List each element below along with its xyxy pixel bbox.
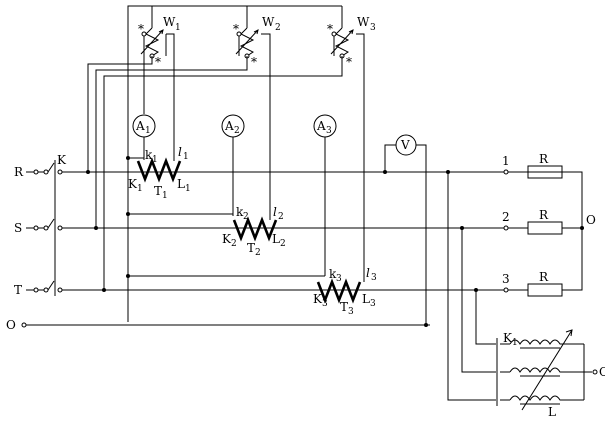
wattmeter-w2-sub: 2 bbox=[275, 23, 281, 33]
ct-t3-sub: 3 bbox=[348, 307, 354, 317]
load-1-number: 1 bbox=[502, 154, 510, 168]
wattmeter-w3-sub: 3 bbox=[370, 23, 376, 33]
wattmeter-w1-star-lower: * bbox=[155, 55, 161, 69]
ct-t1-label: T bbox=[154, 184, 162, 198]
load-1-label: R bbox=[539, 152, 549, 166]
ct-t1-K-sub: 1 bbox=[137, 184, 143, 194]
ct-t3-label: T bbox=[340, 300, 348, 314]
ct-t3-k-sub: 3 bbox=[336, 274, 342, 284]
ct-t1-sub: 1 bbox=[162, 191, 168, 201]
phase-s-label: S bbox=[14, 221, 22, 235]
ct-t1-l: l bbox=[178, 145, 182, 159]
phase-r-label: R bbox=[14, 165, 24, 179]
phase-t-label: T bbox=[14, 283, 22, 297]
ct-t3-K-sub: 3 bbox=[322, 299, 328, 309]
inductive-switch-label: K bbox=[503, 331, 513, 345]
ct-t3-l-sub: 3 bbox=[371, 273, 377, 283]
wattmeter-w3-label: W bbox=[357, 15, 370, 29]
main-switch-label: K bbox=[57, 153, 67, 167]
ct-t2-K: K bbox=[222, 232, 232, 246]
inductive-switch-sub: 1 bbox=[512, 338, 518, 348]
ammeter-a3: A 3 bbox=[313, 114, 337, 276]
load-neutral-label: O bbox=[586, 213, 596, 227]
wattmeter-w1: * * W 1 bbox=[138, 15, 181, 150]
ct-t2-L-sub: 2 bbox=[280, 239, 286, 249]
ct-t1-k-sub: 1 bbox=[152, 155, 158, 165]
inductive-branch: K 1 L O bbox=[446, 170, 605, 419]
ct-t3-K: K bbox=[313, 292, 323, 306]
ct-t2-k-sub: 2 bbox=[243, 212, 249, 222]
voltmeter-label: V bbox=[400, 138, 410, 152]
ammeter-a3-sub: 3 bbox=[326, 126, 332, 136]
ct-t2-K-sub: 2 bbox=[231, 239, 237, 249]
inductive-neutral-label: O bbox=[599, 365, 605, 379]
current-transformer-t2: k 2 l 2 K 2 L 2 T 2 bbox=[126, 150, 286, 258]
ammeter-a2: A 2 bbox=[221, 114, 245, 216]
load-2-label: R bbox=[539, 208, 549, 222]
ct-t1-L: L bbox=[177, 177, 185, 191]
resistive-loads: 1 2 3 R R R O bbox=[502, 152, 596, 297]
wattmeter-w1-star: * bbox=[138, 22, 144, 36]
ammeter-a2-sub: 2 bbox=[234, 126, 240, 136]
ct-t3-L-sub: 3 bbox=[370, 299, 376, 309]
ct-t2-l-sub: 2 bbox=[278, 212, 284, 222]
ct-t1-L-sub: 1 bbox=[185, 184, 191, 194]
ct-t3-l: l bbox=[366, 266, 370, 280]
ct-t1-l-sub: 1 bbox=[183, 152, 189, 162]
voltmeter: V bbox=[383, 134, 428, 327]
ct-t2-label: T bbox=[247, 241, 255, 255]
ammeter-a1-label: A bbox=[135, 119, 145, 133]
ammeter-a3-label: A bbox=[316, 119, 326, 133]
ct-t1-K: K bbox=[128, 177, 138, 191]
wattmeter-w2-label: W bbox=[262, 15, 275, 29]
wattmeter-w3-star: * bbox=[327, 22, 333, 36]
current-transformer-t1: k 1 l 1 K 1 L 1 T 1 bbox=[126, 145, 191, 201]
wattmeter-w1-sub: 1 bbox=[175, 23, 181, 33]
ammeter-a1-sub: 1 bbox=[145, 126, 151, 136]
inductive-label: L bbox=[548, 405, 556, 419]
ammeter-a1: A 1 bbox=[132, 56, 156, 160]
phase-o-label: O bbox=[6, 318, 16, 332]
phase-lines: R S T O K bbox=[6, 153, 566, 332]
wattmeter-w2-star: * bbox=[233, 22, 239, 36]
ct-t3-L: L bbox=[362, 292, 370, 306]
ct-t3-k: k bbox=[329, 267, 337, 281]
wattmeter-w2: * * W 2 bbox=[233, 15, 281, 150]
wattmeter-w3-star-lower: * bbox=[346, 55, 352, 69]
load-3-number: 3 bbox=[502, 272, 510, 286]
ct-t2-sub: 2 bbox=[255, 248, 261, 258]
ct-t1-k: k bbox=[145, 148, 153, 162]
ammeter-a2-label: A bbox=[224, 119, 234, 133]
wattmeter-w1-label: W bbox=[163, 15, 176, 29]
wattmeter-w2-star-lower: * bbox=[251, 55, 257, 69]
ct-t2-k: k bbox=[236, 205, 244, 219]
wattmeter-w3: * * W 3 bbox=[327, 15, 376, 266]
current-transformer-t3: k 3 l 3 K 3 L 3 T 3 bbox=[126, 266, 377, 317]
load-2-number: 2 bbox=[502, 210, 510, 224]
load-3-label: R bbox=[539, 270, 549, 284]
ct-t2-l: l bbox=[273, 205, 277, 219]
wattmeter-top-rail bbox=[127, 5, 343, 322]
voltage-coil-wires bbox=[86, 56, 343, 292]
ct-t2-L: L bbox=[272, 232, 280, 246]
